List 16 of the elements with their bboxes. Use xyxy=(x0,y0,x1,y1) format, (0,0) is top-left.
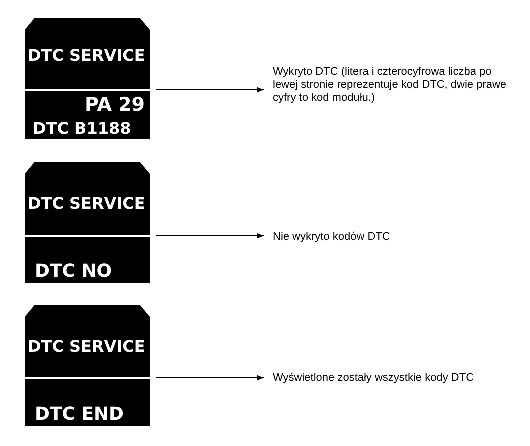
arrow xyxy=(156,375,264,381)
display-screen xyxy=(25,18,150,139)
display-screen xyxy=(25,305,150,426)
display-text: PA 29 xyxy=(85,96,145,115)
description-text: Nie wykryto kodów DTC xyxy=(273,231,509,244)
display-text: DTC SERVICE xyxy=(28,196,146,212)
description-text: Wyświetlone zostały wszystkie kody DTC xyxy=(273,372,509,385)
arrow xyxy=(156,87,264,93)
display-screen xyxy=(25,162,150,283)
display-text: DTC NO xyxy=(35,262,112,281)
display-text: DTC END xyxy=(35,406,124,424)
description-text: Wykryto DTC (litera i czterocyfrowa liczba po lewej stronie reprezentuje kod DTC, dwie prawe cyfry to kod modułu.) xyxy=(273,66,509,105)
arrow xyxy=(156,233,264,239)
display-text: DTC SERVICE xyxy=(28,338,146,355)
display-text: DTC SERVICE xyxy=(28,48,146,64)
display-text: DTC B1188 xyxy=(33,120,132,137)
